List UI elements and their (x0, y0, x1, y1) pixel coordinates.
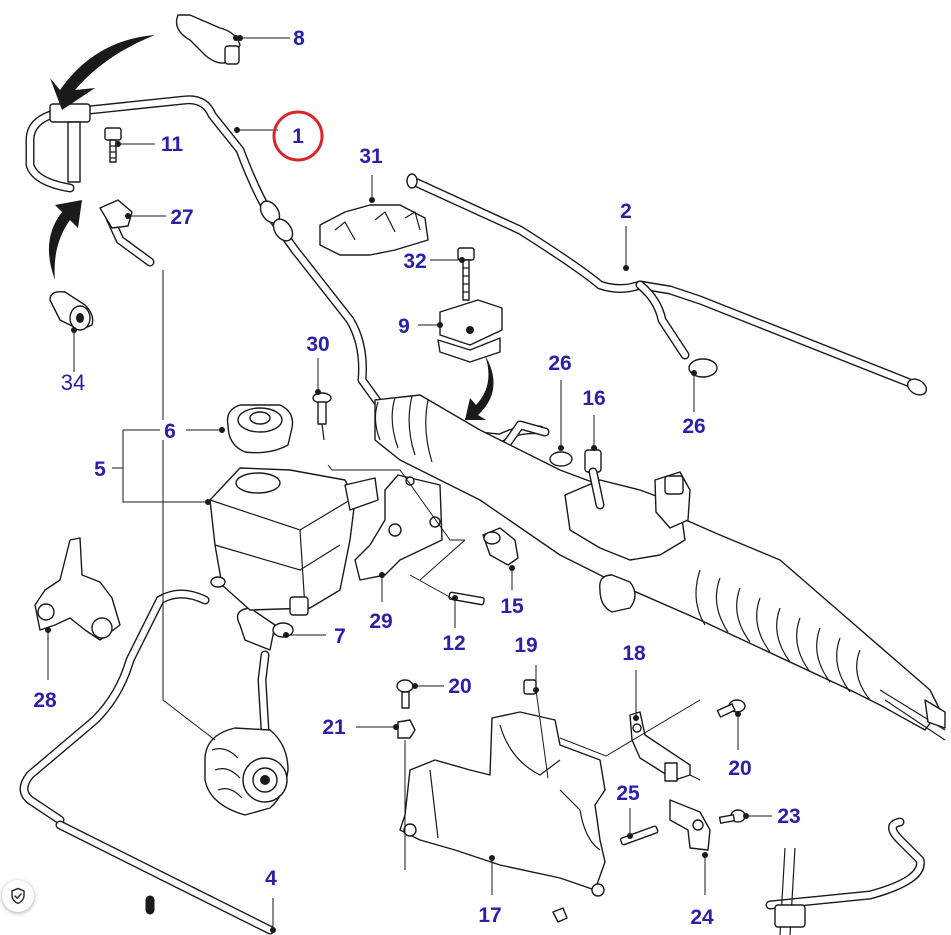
callout-6: 6 (164, 420, 176, 443)
pressure-hose-1 (19, 589, 275, 935)
pressure-line-27 (99, 199, 155, 267)
callout-26-right: 26 (682, 415, 705, 438)
callout-27: 27 (170, 206, 193, 229)
leader-lines (45, 35, 772, 933)
callout-30: 30 (306, 333, 329, 356)
stud-25 (619, 825, 659, 846)
bolt-23 (718, 809, 746, 824)
callout-16: 16 (582, 387, 605, 410)
callout-18: 18 (622, 642, 646, 665)
bushing-34 (49, 290, 94, 331)
callout-29: 29 (369, 610, 392, 633)
o-ring-26-left (549, 451, 573, 467)
assembly-arrow-rack (465, 355, 494, 420)
callout-2: 2 (620, 200, 632, 223)
bracket-24 (669, 799, 711, 851)
security-badge[interactable] (2, 880, 34, 912)
callout-26-left: 26 (548, 352, 571, 375)
bolt-11 (104, 127, 122, 163)
callout-9: 9 (398, 315, 410, 338)
bolt-30 (312, 392, 332, 441)
callout-34: 34 (61, 370, 85, 395)
reservoir-cap-6 (226, 404, 294, 454)
callout-15: 15 (500, 595, 524, 618)
pressure-hose-main (25, 95, 550, 475)
callout-25: 25 (616, 782, 640, 805)
fitting-16 (584, 449, 605, 510)
power-steering-pump (204, 727, 289, 816)
pressure-switch-8 (175, 14, 241, 65)
callout-24: 24 (690, 906, 714, 929)
stud-12 (448, 591, 485, 606)
callout-8: 8 (293, 27, 305, 50)
callout-5: 5 (94, 458, 106, 481)
bracket-28 (34, 537, 121, 641)
shield-check-icon (11, 887, 25, 905)
assembly-arrow-top (50, 35, 155, 110)
callout-19: 19 (514, 634, 537, 657)
nut-21 (397, 719, 416, 739)
callout-12: 12 (442, 632, 465, 655)
callout-23: 23 (777, 805, 800, 828)
clamp-31 (319, 204, 429, 256)
bracket-29 (354, 474, 443, 581)
callout-1: 1 (292, 125, 304, 148)
bolt-20-upper (396, 679, 414, 709)
lower-right-hose (765, 817, 925, 935)
clamp-9 (437, 299, 503, 363)
assembly-arrow-left (48, 200, 82, 280)
callout-31: 31 (359, 145, 383, 168)
callout-4: 4 (265, 867, 277, 890)
bolt-32 (457, 247, 475, 301)
callout-17: 17 (478, 904, 501, 927)
callout-32: 32 (403, 250, 426, 273)
reservoir-5 (209, 467, 379, 616)
callout-20-upper: 20 (448, 675, 471, 698)
washer-bottom (552, 907, 568, 923)
fitting-15 (482, 527, 519, 566)
callout-labels: 8 1 11 27 34 31 32 9 2 26 26 16 30 6 5 1… (33, 27, 800, 929)
callout-21: 21 (322, 716, 346, 739)
highlight-circle (272, 110, 324, 162)
suction-hose (236, 607, 276, 735)
callout-7: 7 (334, 625, 346, 648)
return-hose-2 (406, 173, 928, 396)
heat-shield-17 (399, 711, 606, 897)
callout-20-lower: 20 (728, 757, 751, 780)
callout-11: 11 (161, 133, 184, 156)
bracket-18 (629, 711, 691, 782)
callout-28: 28 (33, 689, 57, 712)
